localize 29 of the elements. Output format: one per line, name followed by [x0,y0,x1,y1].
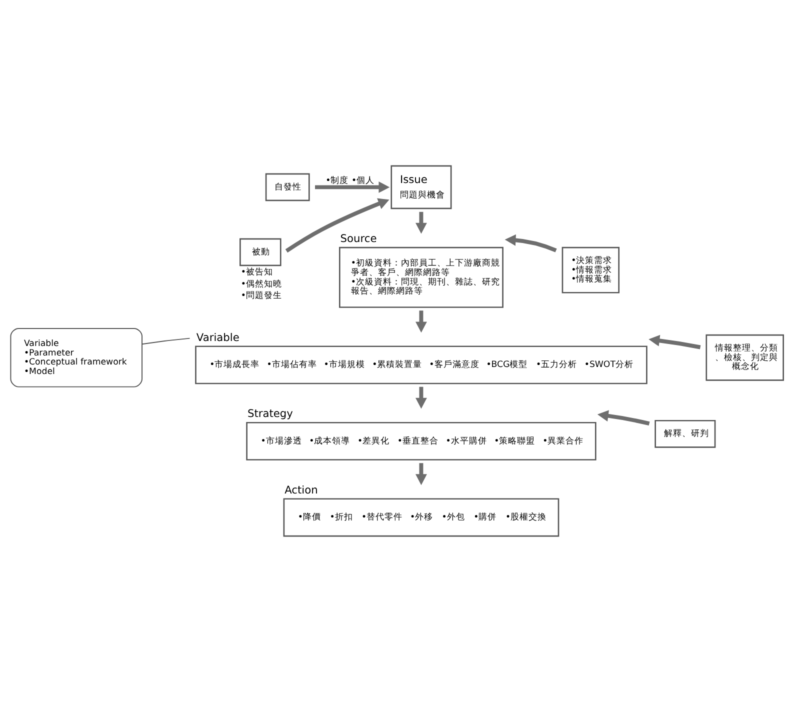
node-label: •被告知 [240,266,273,277]
node-label: •問題發生 [240,290,282,301]
edge-label: •制度 •個人 [326,175,375,186]
arrow [416,310,427,332]
arrow [416,462,427,485]
node-box: 解釋、研判 [654,419,716,448]
arrow [504,234,557,252]
node-label: •偶然知曉 [240,278,282,289]
arrow [416,211,427,234]
node-label: Strategy [247,406,293,420]
node-box: •市場成長率 •市場佔有率 •市場規模 •累積裝置量 •客戶滿意度 •BCG模型 •五力分析 •SWOT分析 [195,345,648,384]
node-box: Issue 問題與機會 [390,164,452,209]
node-box: •降價 •折扣 •替代零件 •外移 •外包 •購併 •股權交換 [283,498,560,536]
node-box: •市場滲透 •成本領導 •差異化 •垂直整合 •水平購併 •策略聯盟 •異業合作 [246,421,596,460]
node-box: 情報整理、分類、檢核、判定與概念化 [706,334,784,380]
connector [142,337,190,344]
node-box: •初級資料：內部員工、上下游廠商競爭者、客戶、網際網路等 •次級資料：問現、期刊、雜誌、研究報告、網際網路等 [338,246,504,308]
arrow [416,386,427,408]
node-box: Variable •Parameter •Conceptual framework •Model [10,327,143,387]
arrow [597,410,650,426]
node-box: 自發性 [265,172,310,201]
node-label: Action [284,482,318,496]
node-label: Variable [196,330,240,344]
arrow [285,198,390,252]
node-label: Source [340,232,377,245]
arrow [315,180,390,192]
node-box: 被動 [240,238,282,266]
node-box: •決策需求 •情報需求 •情報蒐集 [562,246,620,293]
arrow [648,334,701,349]
